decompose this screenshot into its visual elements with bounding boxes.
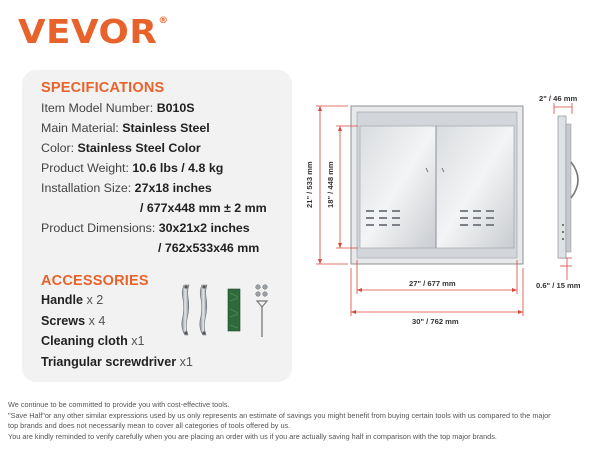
accessory-name: Screws [41, 314, 86, 328]
vevor-logo: VEVOR® [18, 12, 169, 51]
accessory-qty: x 4 [85, 314, 106, 328]
specifications-card [22, 70, 292, 382]
accessory-qty: x1 [176, 355, 193, 369]
footnote-line: We continue to be committed to provide y… [8, 400, 230, 409]
spec-label: Product Weight: [41, 161, 133, 175]
footnote-line: top brands and does not necessarily mean… [8, 421, 291, 430]
spec-value: / 762x533x46 mm [158, 241, 260, 255]
spec-label: Color: [41, 141, 78, 155]
accessory-qty: x1 [127, 334, 145, 348]
accessory-cleaning-cloth: Cleaning cloth x1 [41, 335, 145, 348]
spec-value: 27x18 inches [134, 181, 212, 195]
label-width-outer: 30" / 762 mm [412, 317, 459, 326]
cleaning-cloth-icon [227, 288, 241, 332]
accessory-name: Cleaning cloth [41, 334, 128, 348]
spec-product-dimensions: Product Dimensions: 30x21x2 inches [41, 222, 250, 234]
accessory-screws: Screws x 4 [41, 315, 105, 328]
label-height-inner: 18" / 448 mm [326, 161, 335, 208]
dimension-arrows [318, 106, 523, 314]
door-dimension-drawing: 21" / 533 mm 18" / 448 mm 27" / 677 mm 3… [305, 94, 581, 326]
label-height-outer: 21" / 533 mm [305, 161, 314, 208]
label-width-inner: 27" / 677 mm [409, 279, 456, 288]
spec-installation-size-metric: / 677x448 mm ± 2 mm [140, 202, 267, 214]
spec-label: Product Dimensions: [41, 221, 159, 235]
dimension-lines [316, 103, 573, 316]
side-profile [557, 115, 579, 259]
spec-value: 30x21x2 inches [158, 221, 250, 235]
registered-mark: ® [158, 16, 169, 26]
spec-value: Stainless Steel Color [77, 141, 201, 155]
spec-label: Main Material: [41, 121, 123, 135]
handle-icon [181, 284, 190, 336]
footnote-line: You are kindly reminded to verify carefu… [8, 432, 497, 441]
spec-value: B010S [156, 101, 195, 115]
left-vents [366, 210, 400, 226]
spec-value: Stainless Steel [122, 121, 210, 135]
spec-color: Color: Stainless Steel Color [41, 142, 201, 154]
footnote-line: "Save Half"or any other similar expressi… [8, 411, 551, 420]
accessory-screwdriver: Triangular screwdriver x1 [41, 356, 193, 369]
accessories-illustration [181, 284, 269, 337]
accessory-qty: x 2 [83, 293, 104, 307]
right-vents [460, 210, 494, 226]
label-depth: 2" / 46 mm [539, 94, 577, 103]
spec-weight: Product Weight: 10.6 lbs / 4.8 kg [41, 162, 223, 174]
accessories-title: ACCESSORIES [41, 273, 149, 289]
spec-installation-size: Installation Size: 27x18 inches [41, 182, 212, 194]
spec-label: Installation Size: [41, 181, 135, 195]
accessory-name: Triangular screwdriver [41, 355, 177, 369]
accessory-handle: Handle x 2 [41, 294, 103, 307]
screwdriver-icon [255, 300, 269, 337]
spec-value: / 677x448 mm ± 2 mm [140, 201, 267, 215]
spec-value: 10.6 lbs / 4.8 kg [132, 161, 224, 175]
accessory-name: Handle [41, 293, 83, 307]
handle-icon [199, 284, 208, 336]
spec-material: Main Material: Stainless Steel [41, 122, 210, 134]
right-door [435, 125, 515, 249]
spec-label: Item Model Number: [41, 101, 157, 115]
spec-product-dimensions-metric: / 762x533x46 mm [158, 242, 259, 254]
left-door [359, 125, 437, 249]
screws-icon [255, 284, 268, 297]
label-flange: 0.6" / 15 mm [536, 281, 581, 290]
spec-model-number: Item Model Number: B010S [41, 102, 195, 114]
specifications-title: SPECIFICATIONS [41, 80, 165, 96]
brand-name: VEVOR [18, 12, 158, 51]
